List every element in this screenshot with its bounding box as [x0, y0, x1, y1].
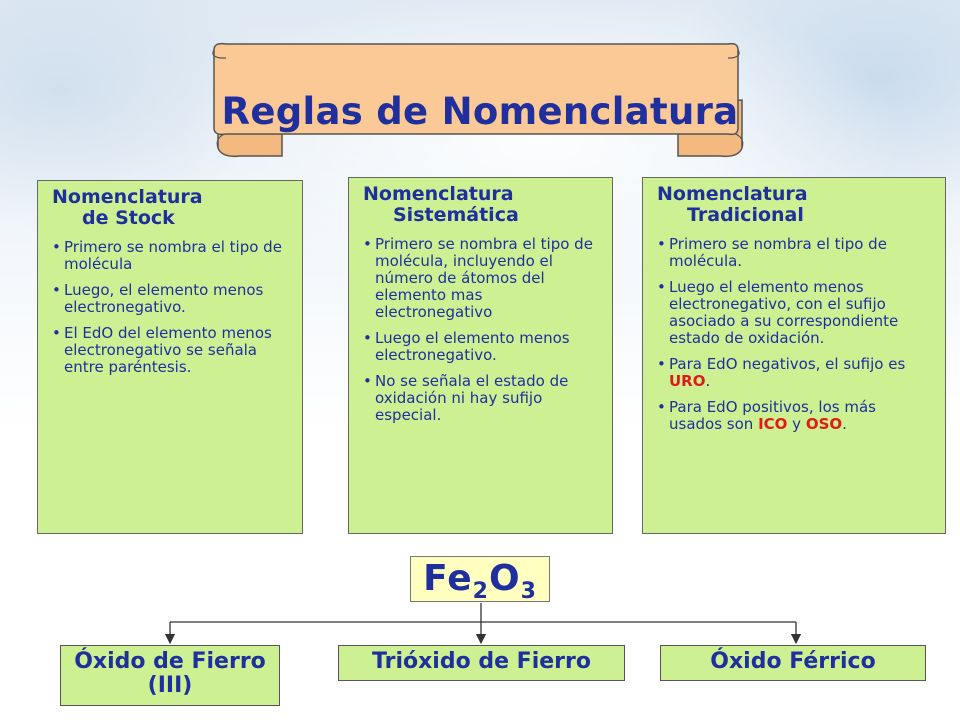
list-item: Para EdO positivos, los más usados son I… — [657, 399, 933, 433]
formula-o-subscript: 3 — [520, 579, 537, 604]
list-item: El EdO del elemento menos electronegativ… — [52, 325, 290, 376]
list-item-text: Primero se nombra el tipo de molécula, i… — [375, 235, 593, 321]
list-item-text: El EdO del elemento menos electronegativ… — [64, 324, 272, 376]
list-item: Primero se nombra el tipo de molécula — [52, 239, 290, 273]
page-title: Reglas de Nomenclatura — [221, 90, 739, 133]
traditional-title-line2: Tradicional — [687, 204, 804, 226]
stock-name-box: Óxido de Fierro (III) — [60, 645, 280, 706]
list-item-text: Para EdO positivos, los más usados son — [669, 398, 876, 433]
stock-nomenclature-box: Nomenclatura de Stock Primero se nombra … — [37, 180, 303, 534]
list-item: Luego, el elemento menos electronegativo… — [52, 282, 290, 316]
suffix-uro: URO — [669, 372, 706, 390]
list-item: Primero se nombra el tipo de molécula. — [657, 236, 933, 270]
list-item-text: No se señala el estado de oxidación ni h… — [375, 372, 569, 424]
formula-fe: Fe — [423, 558, 473, 599]
traditional-nomenclature-box: Nomenclatura Tradicional Primero se nomb… — [642, 177, 946, 534]
list-item: Luego el elemento menos electronegativo. — [363, 330, 600, 364]
list-item-text: Luego, el elemento menos electronegativo… — [64, 281, 264, 316]
stock-rules-list: Primero se nombra el tipo de molécula Lu… — [52, 239, 290, 376]
systematic-title-line1: Nomenclatura — [363, 183, 514, 205]
systematic-nomenclature-box: Nomenclatura Sistemática Primero se nomb… — [348, 177, 613, 534]
list-item: Luego el elemento menos electronegativo,… — [657, 279, 933, 347]
list-item-text: Para EdO negativos, el sufijo es — [669, 355, 906, 373]
list-item-text: Primero se nombra el tipo de molécula — [64, 238, 282, 273]
systematic-name-box: Trióxido de Fierro — [338, 645, 625, 681]
systematic-title: Nomenclatura Sistemática — [363, 184, 600, 226]
stock-title-line1: Nomenclatura — [52, 186, 203, 208]
list-item-text: . — [842, 415, 847, 433]
list-item: Primero se nombra el tipo de molécula, i… — [363, 236, 600, 321]
title-banner: Reglas de Nomenclatura — [200, 40, 760, 160]
suffix-ico: ICO — [758, 415, 788, 433]
traditional-title-line1: Nomenclatura — [657, 183, 808, 205]
list-item: No se señala el estado de oxidación ni h… — [363, 373, 600, 424]
formula-fe-subscript: 2 — [472, 579, 489, 604]
list-item-text: Primero se nombra el tipo de molécula. — [669, 235, 887, 270]
list-item-text: Luego el elemento menos electronegativo. — [375, 329, 570, 364]
stock-title: Nomenclatura de Stock — [52, 187, 290, 229]
banner-scroll-shape — [212, 42, 744, 158]
traditional-name-box: Óxido Férrico — [660, 645, 926, 681]
list-item-text: . — [705, 372, 711, 390]
chemical-formula: Fe2O3 — [410, 556, 550, 604]
traditional-title: Nomenclatura Tradicional — [657, 184, 933, 226]
list-item-text: y — [787, 415, 806, 433]
formula-o: O — [488, 558, 521, 599]
list-item: Para EdO negativos, el sufijo es URO. — [657, 356, 933, 390]
systematic-rules-list: Primero se nombra el tipo de molécula, i… — [363, 236, 600, 424]
stock-title-line2: de Stock — [82, 207, 175, 229]
list-item-text: Luego el elemento menos electronegativo,… — [669, 278, 899, 347]
systematic-title-line2: Sistemática — [393, 204, 519, 226]
traditional-rules-list: Primero se nombra el tipo de molécula. L… — [657, 236, 933, 433]
suffix-oso: OSO — [805, 415, 843, 433]
